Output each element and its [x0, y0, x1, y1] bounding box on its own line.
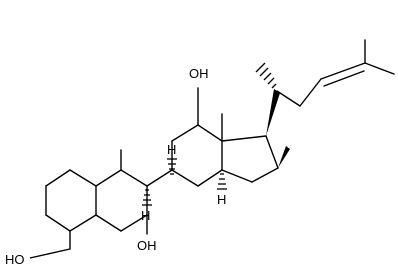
- bond: [299, 78, 322, 107]
- hash-bond: [267, 77, 275, 85]
- bond: [120, 169, 148, 187]
- bond: [221, 169, 253, 183]
- hydroxyl-label-c12: OH: [189, 66, 209, 81]
- hash-bond: [255, 62, 266, 73]
- bond: [265, 135, 279, 169]
- bond-group: [45, 39, 395, 250]
- hash-bond: [263, 72, 272, 81]
- label-bg: [3, 250, 29, 268]
- bond: [29, 248, 71, 259]
- bond: [221, 135, 267, 142]
- bond: [45, 214, 71, 232]
- label-bg: [135, 236, 161, 254]
- bond: [197, 124, 223, 142]
- bond: [276, 90, 301, 107]
- bond: [320, 62, 366, 80]
- hydroxyl-label-c7: OH: [137, 238, 157, 253]
- hash-group: [142, 62, 277, 206]
- bond: [251, 167, 279, 183]
- wedge-bond: [278, 146, 290, 168]
- hash-bond: [271, 83, 277, 89]
- hash-bond: [259, 67, 269, 77]
- bond: [69, 214, 97, 232]
- bond: [120, 214, 148, 232]
- bond: [69, 169, 97, 187]
- wedge-bond: [266, 89, 280, 136]
- hydrogen-label-c8: H: [167, 142, 176, 157]
- label-group: OH HO OH H H H: [3, 64, 226, 268]
- double-bond-inner: [323, 70, 365, 87]
- hydrogen-label-c14: H: [217, 192, 226, 207]
- wedge-group: [266, 89, 290, 168]
- bond: [45, 169, 71, 187]
- hydroxyl-label-c3: HO: [5, 252, 25, 267]
- label-bg: [186, 64, 212, 82]
- hydrogen-label-c9: H: [141, 208, 150, 223]
- bond: [95, 169, 122, 187]
- bond: [146, 169, 173, 187]
- bond: [95, 214, 122, 232]
- bond: [364, 62, 395, 75]
- bond: [171, 169, 199, 187]
- bond: [171, 124, 199, 142]
- bond: [197, 169, 223, 187]
